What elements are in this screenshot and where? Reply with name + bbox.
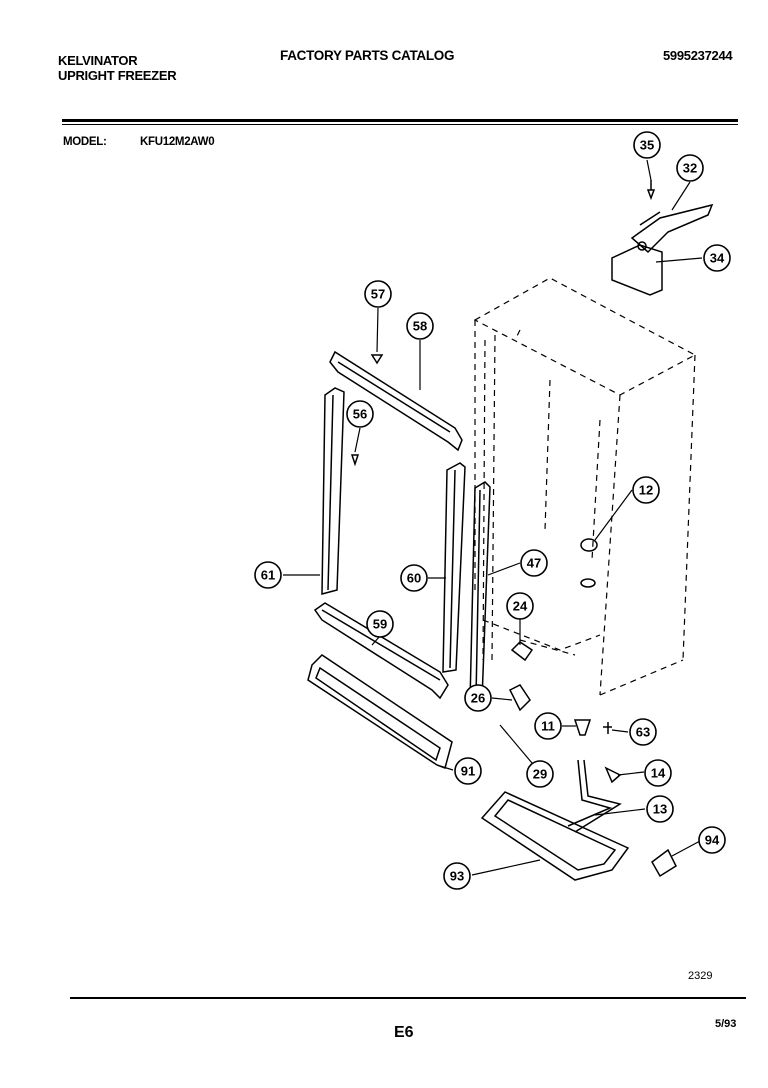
callout-57: 57	[364, 280, 392, 308]
grille	[307, 654, 453, 769]
svg-text:13: 13	[653, 802, 667, 817]
gasket-right	[442, 462, 491, 703]
svg-text:59: 59	[373, 617, 387, 632]
leader-lines	[283, 159, 703, 876]
callout-12: 12	[632, 476, 660, 504]
gasket-bottom	[313, 602, 449, 700]
brand-name: KELVINATOR	[58, 53, 138, 68]
cabinet-outline	[473, 277, 697, 696]
callout-34: 34	[703, 244, 731, 272]
brand-block: KELVINATOR UPRIGHT FREEZER	[58, 53, 177, 83]
svg-text:63: 63	[636, 725, 650, 740]
page-id: E6	[394, 1024, 414, 1041]
svg-text:60: 60	[407, 571, 421, 586]
svg-text:35: 35	[640, 138, 654, 153]
footer-rule	[70, 997, 746, 999]
svg-text:24: 24	[513, 599, 528, 614]
gasket-top	[329, 350, 463, 452]
callout-58: 58	[406, 312, 434, 340]
callout-91: 91	[454, 757, 482, 785]
drain-tube	[567, 759, 622, 833]
svg-text:57: 57	[371, 287, 385, 302]
callout-26: 26	[464, 684, 492, 712]
header-rule	[62, 119, 738, 122]
callout-13: 13	[646, 795, 674, 823]
svg-text:58: 58	[413, 319, 427, 334]
gasket-left	[321, 387, 345, 595]
header-rule-thin	[62, 124, 738, 125]
svg-text:56: 56	[353, 407, 367, 422]
svg-text:34: 34	[710, 251, 725, 266]
callout-93: 93	[443, 862, 471, 890]
svg-text:94: 94	[705, 833, 720, 848]
small-parts	[350, 354, 677, 878]
callout-56: 56	[346, 400, 374, 428]
callout-63: 63	[629, 718, 657, 746]
drawing-id: 2329	[688, 970, 713, 982]
svg-text:61: 61	[261, 568, 275, 583]
document-number: 5995237244	[663, 48, 733, 63]
callout-35: 35	[633, 131, 661, 159]
callout-47: 47	[520, 549, 548, 577]
svg-text:14: 14	[651, 766, 666, 781]
svg-text:12: 12	[639, 483, 653, 498]
product-type: UPRIGHT FREEZER	[58, 68, 177, 83]
callout-14: 14	[644, 759, 672, 787]
callout-61: 61	[254, 561, 282, 589]
model-number: KFU12M2AW0	[140, 136, 215, 148]
revision-date: 5/93	[715, 1018, 737, 1030]
callout-59: 59	[366, 610, 394, 638]
callout-60: 60	[400, 564, 428, 592]
upper-hinge	[611, 180, 714, 296]
callout-24: 24	[506, 592, 534, 620]
svg-text:32: 32	[683, 161, 697, 176]
svg-text:29: 29	[533, 767, 547, 782]
svg-text:47: 47	[527, 556, 541, 571]
callout-11: 11	[534, 712, 562, 740]
callout-32: 32	[676, 154, 704, 182]
svg-text:11: 11	[541, 719, 555, 734]
svg-text:93: 93	[450, 869, 464, 884]
model-label: MODEL:	[63, 136, 107, 148]
svg-text:91: 91	[461, 764, 475, 779]
catalog-title: FACTORY PARTS CATALOG	[280, 48, 455, 63]
callout-94: 94	[698, 826, 726, 854]
callout-29: 29	[526, 760, 554, 788]
svg-text:26: 26	[471, 691, 485, 706]
drain-pan	[480, 791, 630, 881]
